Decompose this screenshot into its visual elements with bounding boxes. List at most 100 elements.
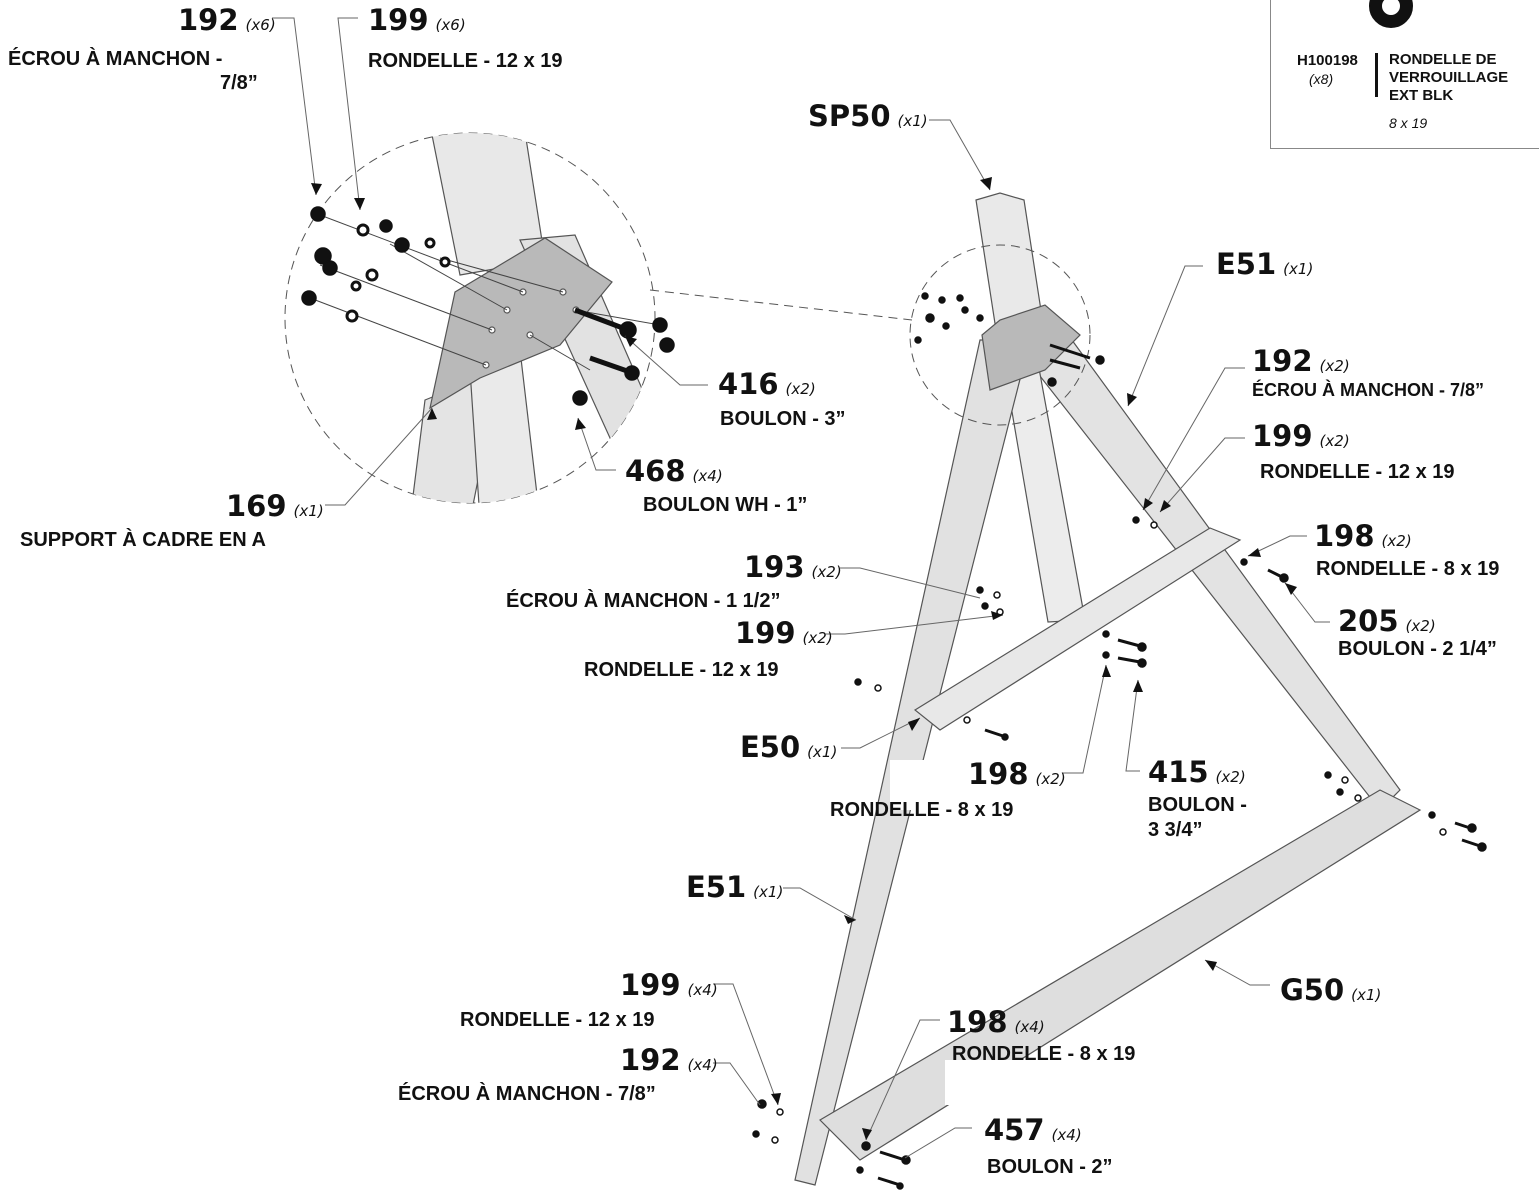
lock-washer-icon bbox=[1369, 0, 1413, 28]
callout-198-mid: 198 (x2) bbox=[968, 760, 1066, 789]
part-desc: BOULON - 3” bbox=[720, 408, 846, 430]
crossbar-upper bbox=[913, 527, 1242, 731]
part-desc: 3 3/4” bbox=[1148, 819, 1203, 841]
part-number: 199 bbox=[735, 616, 796, 650]
callout-199-bottom: 199 (x4) bbox=[620, 971, 718, 1000]
part-qty: (x2) bbox=[1035, 770, 1066, 788]
hardware-legend: H100198 (x8) RONDELLE DE VERROUILLAGE EX… bbox=[1270, 0, 1539, 149]
part-desc: ÉCROU À MANCHON - bbox=[8, 48, 223, 70]
callout-e50: E50 (x1) bbox=[740, 733, 837, 762]
part-desc: BOULON - bbox=[1148, 794, 1247, 816]
part-number: 169 bbox=[226, 489, 287, 523]
part-number: 193 bbox=[744, 550, 805, 584]
part-number: E50 bbox=[740, 730, 801, 764]
legend-qty: (x8) bbox=[1309, 71, 1334, 87]
part-number: 205 bbox=[1338, 604, 1399, 638]
callout-198-bottom: 198 (x4) bbox=[947, 1008, 1045, 1037]
part-number: 457 bbox=[984, 1113, 1045, 1147]
legend-code: H100198 bbox=[1297, 52, 1358, 69]
part-number: E51 bbox=[686, 870, 747, 904]
part-qty: (x1) bbox=[807, 743, 838, 761]
part-number: 199 bbox=[1252, 419, 1313, 453]
part-number: 415 bbox=[1148, 755, 1209, 789]
legend-desc-line: VERROUILLAGE bbox=[1389, 69, 1509, 86]
callout-193: 193 (x2) bbox=[744, 553, 842, 582]
part-qty: (x6) bbox=[435, 16, 466, 34]
part-qty: (x2) bbox=[1319, 432, 1350, 450]
callout-416: 416 (x2) bbox=[718, 370, 816, 399]
part-number: 192 bbox=[620, 1043, 681, 1077]
part-number: 198 bbox=[968, 757, 1029, 791]
part-qty: (x4) bbox=[687, 1056, 718, 1074]
part-desc: RONDELLE - 12 x 19 bbox=[1260, 461, 1455, 483]
part-desc: 7/8” bbox=[220, 72, 258, 94]
legend-divider bbox=[1375, 53, 1378, 97]
part-qty: (x2) bbox=[802, 629, 833, 647]
top-post-sp50 bbox=[975, 192, 1045, 331]
callout-sp50: SP50 (x1) bbox=[808, 102, 928, 131]
part-qty: (x2) bbox=[1319, 357, 1350, 375]
callout-192-right: 192 (x2) bbox=[1252, 347, 1350, 376]
part-desc: ÉCROU À MANCHON - 7/8” bbox=[398, 1083, 656, 1105]
callout-g50: G50 (x1) bbox=[1280, 976, 1381, 1005]
callout-468: 468 (x4) bbox=[625, 457, 723, 486]
part-number: 468 bbox=[625, 454, 686, 488]
part-qty: (x1) bbox=[753, 883, 784, 901]
part-number: 199 bbox=[620, 968, 681, 1002]
callout-199-mid: 199 (x2) bbox=[735, 619, 833, 648]
part-qty: (x2) bbox=[1405, 617, 1436, 635]
part-number: SP50 bbox=[808, 99, 891, 133]
legend-description: RONDELLE DE VERROUILLAGE EXT BLK bbox=[1389, 51, 1539, 105]
callout-205: 205 (x2) bbox=[1338, 607, 1436, 636]
part-qty: (x6) bbox=[245, 16, 276, 34]
part-number: 192 bbox=[1252, 344, 1313, 378]
zoom-bracket bbox=[429, 237, 613, 410]
callout-192-detail: 192 (x6) bbox=[178, 6, 276, 35]
callout-e51-top: E51 (x1) bbox=[1216, 250, 1313, 279]
a-frame-bracket bbox=[981, 304, 1081, 391]
callout-199-detail: 199 (x6) bbox=[368, 6, 466, 35]
part-qty: (x1) bbox=[293, 502, 324, 520]
part-qty: (x2) bbox=[811, 563, 842, 581]
part-qty: (x1) bbox=[1283, 260, 1314, 278]
part-desc: RONDELLE - 8 x 19 bbox=[1316, 558, 1500, 580]
callout-198-right: 198 (x2) bbox=[1314, 522, 1412, 551]
part-qty: (x2) bbox=[785, 380, 816, 398]
legend-desc-line: EXT BLK bbox=[1389, 87, 1454, 104]
callout-199-right: 199 (x2) bbox=[1252, 422, 1350, 451]
part-number: 198 bbox=[1314, 519, 1375, 553]
legend-desc-line: RONDELLE DE bbox=[1389, 51, 1497, 68]
part-desc: SUPPORT À CADRE EN A bbox=[20, 529, 266, 551]
part-qty: (x4) bbox=[692, 467, 723, 485]
part-qty: (x4) bbox=[687, 981, 718, 999]
part-desc: RONDELLE - 8 x 19 bbox=[830, 799, 1014, 821]
part-qty: (x2) bbox=[1215, 768, 1246, 786]
part-qty: (x1) bbox=[1351, 986, 1382, 1004]
part-qty: (x1) bbox=[897, 112, 928, 130]
callout-457: 457 (x4) bbox=[984, 1116, 1082, 1145]
part-desc: RONDELLE - 8 x 19 bbox=[952, 1043, 1136, 1065]
part-desc: RONDELLE - 12 x 19 bbox=[584, 659, 779, 681]
part-number: 198 bbox=[947, 1005, 1008, 1039]
callout-415: 415 (x2) bbox=[1148, 758, 1246, 787]
part-desc: BOULON - 2” bbox=[987, 1156, 1113, 1178]
part-desc: RONDELLE - 12 x 19 bbox=[368, 50, 563, 72]
part-desc: BOULON WH - 1” bbox=[643, 494, 808, 516]
callout-192-bottom: 192 (x4) bbox=[620, 1046, 718, 1075]
part-number: 199 bbox=[368, 3, 429, 37]
part-desc: ÉCROU À MANCHON - 1 1/2” bbox=[506, 590, 781, 612]
part-number: 416 bbox=[718, 367, 779, 401]
part-number: G50 bbox=[1280, 973, 1345, 1007]
part-number: 192 bbox=[178, 3, 239, 37]
legend-size: 8 x 19 bbox=[1389, 115, 1428, 131]
zoom-circle-source bbox=[909, 244, 1091, 426]
part-qty: (x4) bbox=[1051, 1126, 1082, 1144]
part-desc: BOULON - 2 1/4” bbox=[1338, 638, 1497, 660]
part-desc: RONDELLE - 12 x 19 bbox=[460, 1009, 655, 1031]
part-desc: ÉCROU À MANCHON - 7/8” bbox=[1252, 380, 1485, 400]
part-qty: (x2) bbox=[1381, 532, 1412, 550]
part-qty: (x4) bbox=[1014, 1018, 1045, 1036]
callout-e51-bottom: E51 (x1) bbox=[686, 873, 783, 902]
part-number: E51 bbox=[1216, 247, 1277, 281]
